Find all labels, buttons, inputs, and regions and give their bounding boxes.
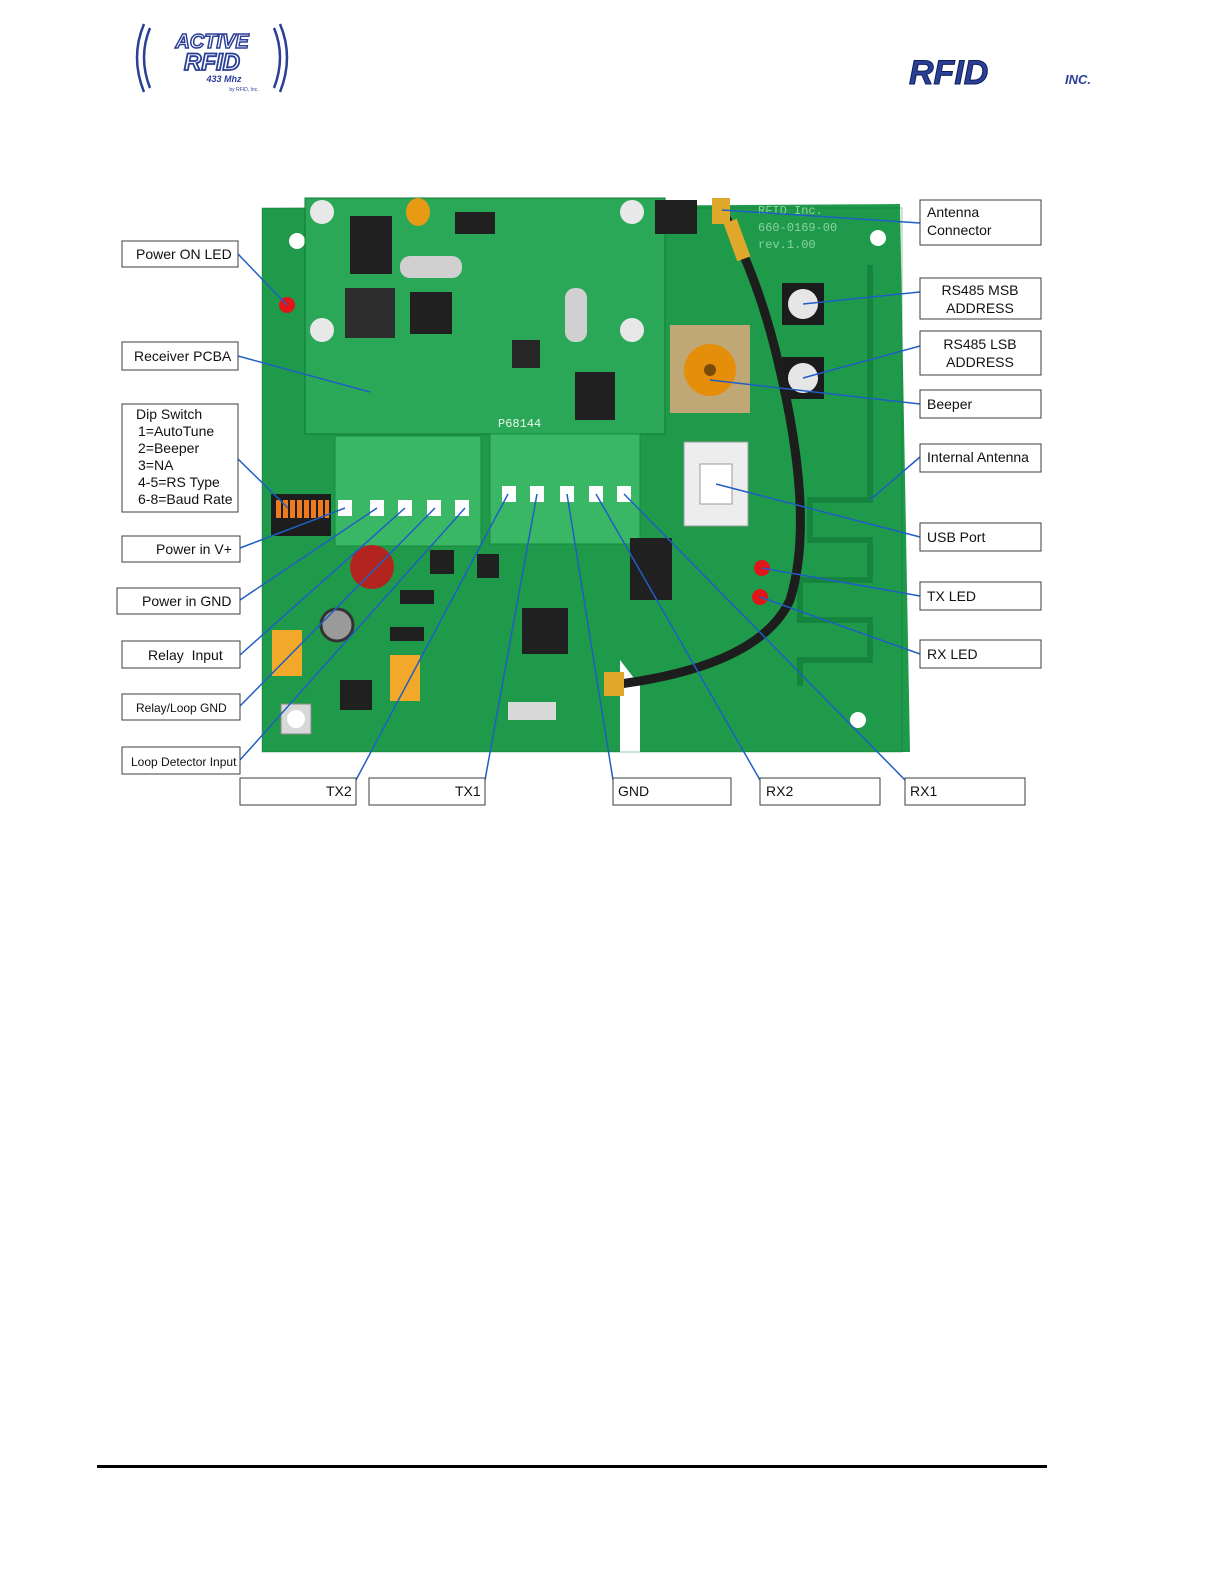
label-tx2: TX2 bbox=[326, 783, 352, 799]
label-tx1: TX1 bbox=[455, 783, 481, 799]
label-antenna-1: Antenna bbox=[927, 204, 979, 220]
label-receiver-pcba: Receiver PCBA bbox=[134, 348, 232, 364]
callout-beeper bbox=[919, 389, 1042, 419]
terminal-block-right bbox=[489, 433, 641, 545]
callout-rs485-lsb bbox=[919, 330, 1042, 376]
callout-relay-loop-gnd bbox=[121, 693, 241, 721]
label-msb-2: ADDRESS bbox=[946, 300, 1014, 316]
label-power-on-led: Power ON LED bbox=[136, 246, 232, 262]
callout-leaders bbox=[237, 209, 921, 781]
label-tx-led: TX LED bbox=[927, 588, 976, 604]
label-dip-2: 2=Beeper bbox=[138, 440, 199, 456]
logo-byline: by RFID, Inc. bbox=[229, 87, 258, 93]
terminal-block-left bbox=[334, 435, 482, 547]
silk-line-2: 660-0169-00 bbox=[758, 221, 837, 235]
label-rx1: RX1 bbox=[910, 783, 937, 799]
label-usb-port: USB Port bbox=[927, 529, 985, 545]
label-antenna-2: Connector bbox=[927, 222, 992, 238]
callout-power-v bbox=[121, 535, 241, 563]
pcba-part-number: P68144 bbox=[498, 417, 541, 431]
footer-rule bbox=[97, 1465, 1047, 1468]
callout-antenna-connector bbox=[919, 199, 1042, 246]
reader-board-diagram: P68144 RFID Inc. 660-0169-00 rev.1.00 bbox=[116, 197, 1042, 806]
callout-tx2 bbox=[239, 777, 357, 806]
label-dip-1: 1=AutoTune bbox=[138, 423, 214, 439]
rfid-inc-logo: RFID INC. bbox=[909, 54, 1092, 93]
silk-line-3: rev.1.00 bbox=[758, 238, 816, 252]
label-beeper: Beeper bbox=[927, 396, 972, 412]
label-relay-input: Relay Input bbox=[148, 647, 223, 663]
label-power-gnd: Power in GND bbox=[142, 593, 231, 609]
label-loop-detector: Loop Detector Input bbox=[131, 755, 237, 769]
label-power-v: Power in V+ bbox=[156, 541, 232, 557]
callout-dip-switch bbox=[121, 403, 239, 513]
callout-gnd bbox=[612, 777, 732, 806]
callout-usb-port bbox=[919, 522, 1042, 552]
active-rfid-logo: ACTIVE RFID 433 Mhz by RFID, Inc. bbox=[135, 23, 289, 93]
callout-tx1 bbox=[368, 777, 486, 806]
label-rx2: RX2 bbox=[766, 783, 793, 799]
label-lsb-1: RS485 LSB bbox=[943, 336, 1016, 352]
callout-tx-led bbox=[919, 581, 1042, 611]
label-rx-led: RX LED bbox=[927, 646, 978, 662]
logo-active: ACTIVE bbox=[174, 31, 249, 53]
beeper bbox=[670, 325, 750, 413]
callout-internal-antenna bbox=[919, 443, 1042, 473]
silk-line-1: RFID Inc. bbox=[758, 204, 823, 218]
lower-components bbox=[272, 538, 672, 720]
label-dip-4: 4-5=RS Type bbox=[138, 474, 220, 490]
logo-inc-text: INC. bbox=[1065, 72, 1091, 87]
label-internal-antenna: Internal Antenna bbox=[927, 449, 1029, 465]
label-dip-5: 6-8=Baud Rate bbox=[138, 491, 233, 507]
callout-power-gnd bbox=[116, 587, 241, 615]
callout-loop-detector bbox=[121, 746, 241, 775]
callout-rx-led bbox=[919, 639, 1042, 669]
callout-power-on-led bbox=[121, 240, 239, 268]
antenna-cable bbox=[604, 198, 805, 696]
callout-receiver-pcba bbox=[121, 341, 239, 371]
label-dip-3: 3=NA bbox=[138, 457, 174, 473]
callout-rx1 bbox=[904, 777, 1026, 806]
callout-relay-input bbox=[121, 640, 241, 669]
logo-rfid-text: RFID bbox=[909, 54, 988, 92]
logo-frequency: 433 Mhz bbox=[205, 74, 242, 84]
label-relay-loop-gnd: Relay/Loop GND bbox=[136, 701, 227, 715]
internal-antenna-trace bbox=[797, 265, 873, 686]
label-dip-title: Dip Switch bbox=[136, 406, 202, 422]
callout-rs485-msb bbox=[919, 277, 1042, 320]
label-gnd: GND bbox=[618, 783, 649, 799]
label-lsb-2: ADDRESS bbox=[946, 354, 1014, 370]
label-msb-1: RS485 MSB bbox=[941, 282, 1018, 298]
logo-rfid: RFID bbox=[184, 49, 240, 76]
callout-rx2 bbox=[759, 777, 881, 806]
receiver-pcba: P68144 bbox=[304, 197, 697, 435]
